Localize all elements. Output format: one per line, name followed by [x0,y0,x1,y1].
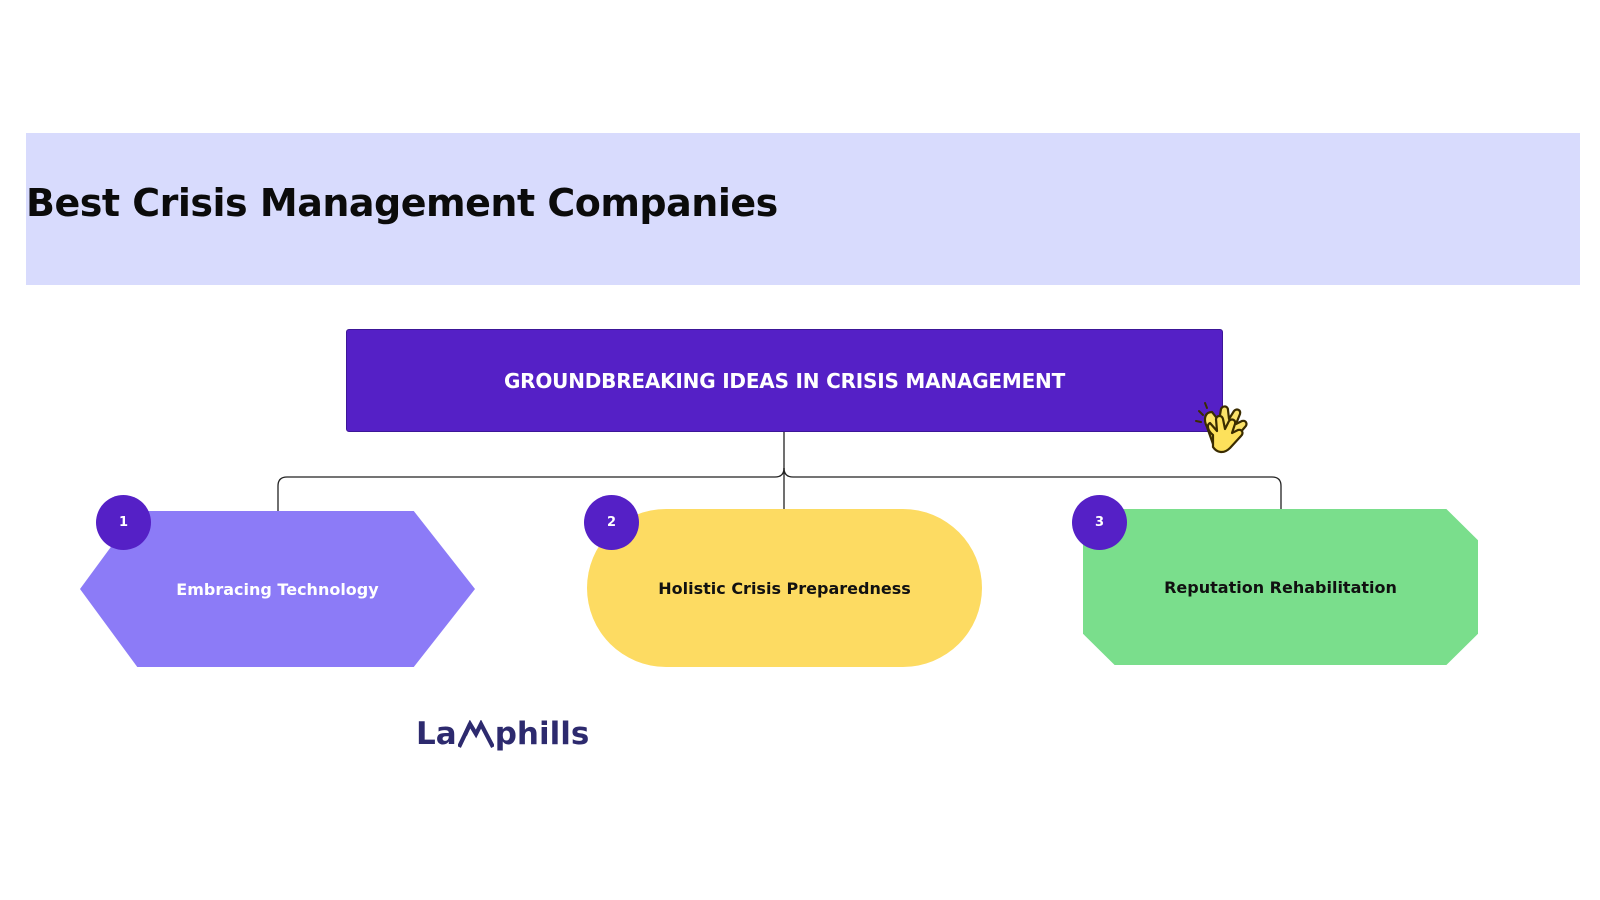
root-idea-box: GROUNDBREAKING IDEAS IN CRISIS MANAGEMEN… [346,329,1223,432]
connector-to-node-3 [783,467,1282,509]
title-band: Best Crisis Management Companies [26,133,1580,285]
number-badge-1: 1 [96,495,151,550]
logo-mountain-icon [457,720,494,748]
clapping-hands-icon [1195,402,1248,454]
logo-prefix: La [416,716,457,752]
idea-node-3: Reputation Rehabilitation [1083,509,1478,665]
number-badge-3: 3 [1072,495,1127,550]
idea-node-2: Holistic Crisis Preparedness [587,509,982,667]
root-idea-label: GROUNDBREAKING IDEAS IN CRISIS MANAGEMEN… [503,368,1066,393]
idea-node-1-label: Embracing Technology [176,579,379,599]
logo-suffix: phills [494,716,590,752]
idea-node-3-label: Reputation Rehabilitation [1164,577,1397,597]
connector-to-node-1 [277,467,785,511]
company-logo: Lamphills La phills [416,716,589,752]
number-badge-2: 2 [584,495,639,550]
idea-node-2-label: Holistic Crisis Preparedness [658,578,911,598]
page-title: Best Crisis Management Companies [26,181,778,225]
idea-node-1: Embracing Technology [80,511,475,667]
